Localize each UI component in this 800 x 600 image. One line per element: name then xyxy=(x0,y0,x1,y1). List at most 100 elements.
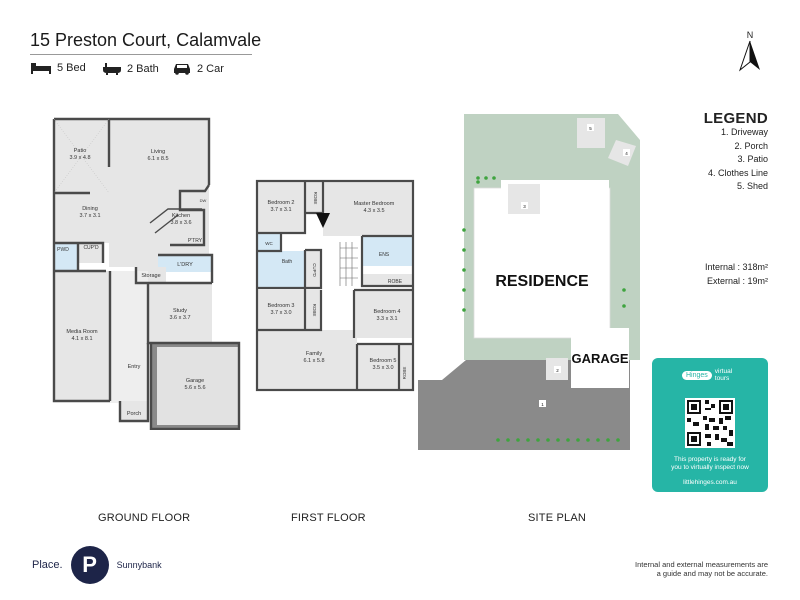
robe-label-1: ROBE xyxy=(313,192,318,205)
tour-line-2: you to virtually inspect now xyxy=(671,464,749,471)
virtual-tour-card[interactable]: Hinges virtual tours This property is re… xyxy=(652,358,768,492)
bedroom-5-room xyxy=(357,344,399,390)
storage-label: Storage xyxy=(141,273,160,279)
bedroom-3-room xyxy=(257,290,305,330)
north-arrow: N xyxy=(738,30,762,74)
robe-label-2: ROBE xyxy=(388,279,403,285)
robe-bed5 xyxy=(399,344,413,390)
dw-label: DW xyxy=(200,198,207,203)
north-arrow-icon xyxy=(738,40,760,72)
hinges-sub: virtual tours xyxy=(714,368,733,382)
laundry-label: L'DRY xyxy=(177,262,193,268)
living-label: Living xyxy=(151,149,165,155)
living-dim: 6.1 x 8.5 xyxy=(147,156,168,162)
disclaimer-line-1: Internal and external measurements are xyxy=(635,560,768,569)
legend-item-shed: 5. Shed xyxy=(736,181,768,191)
media-room xyxy=(54,271,110,401)
patio-label: Patio xyxy=(74,148,87,154)
car-feature: 2 Car xyxy=(172,62,224,75)
study-room xyxy=(148,283,212,343)
entry-hall xyxy=(110,271,148,403)
hinges-logo: Hinges xyxy=(682,370,712,380)
patio-dim: 3.9 x 4.8 xyxy=(69,155,90,161)
ptry-label: P'TRY xyxy=(188,238,203,244)
tour-url[interactable]: littlehinges.com.au xyxy=(683,479,737,486)
residence-label: RESIDENCE xyxy=(495,273,589,290)
robe-bed3 xyxy=(305,290,321,330)
bedroom-4-room xyxy=(354,290,413,338)
pwd-label: PWD xyxy=(57,247,69,253)
marker-porch: 2 xyxy=(556,368,559,373)
study-label: Study xyxy=(173,308,187,314)
marker-driveway: 1 xyxy=(541,402,544,407)
media-room-label: Media Room xyxy=(66,329,98,335)
marker-shed: 5 xyxy=(589,126,592,131)
legend-item-clothes-line: 4. Clothes Line xyxy=(707,167,768,178)
patio-footprint xyxy=(508,184,540,214)
bath-icon xyxy=(103,63,121,75)
marker-clothes-line: 4 xyxy=(625,151,628,156)
wc-room xyxy=(257,233,281,251)
marker-patio: 3 xyxy=(523,204,526,209)
cupd-first xyxy=(305,250,321,288)
study-dim: 3.6 x 3.7 xyxy=(169,315,190,321)
residence-footprint xyxy=(473,187,611,339)
agency-logo: P xyxy=(70,546,109,584)
car-icon xyxy=(174,64,190,75)
family-dim: 6.1 x 5.8 xyxy=(303,358,324,364)
bed-icon xyxy=(31,63,51,74)
wc-label: WC xyxy=(265,241,273,246)
porch-label: Porch xyxy=(127,411,141,417)
garage-site-label: GARAGE xyxy=(571,351,628,366)
family-label: Family xyxy=(306,351,322,357)
porch-room xyxy=(120,401,148,421)
kitchen-label: Kitchen xyxy=(172,213,190,219)
entry-label: Entry xyxy=(128,364,141,370)
north-label: N xyxy=(746,30,754,40)
bath-label: Bath xyxy=(282,259,293,265)
legend-list: 1. Driveway 2. Porch 3. Patio 4. Clothes… xyxy=(708,126,768,194)
cupd-ground-label: CUP'D xyxy=(83,245,99,251)
master-bedroom-room xyxy=(323,181,413,236)
car-count: 2 Car xyxy=(197,62,224,75)
bedroom-3-label: Bedroom 3 xyxy=(268,303,295,309)
robe-label-3: ROBE xyxy=(312,304,317,317)
dining-label: Dining xyxy=(82,206,98,212)
cupd-first-label: CUP'D xyxy=(312,263,317,277)
agency-name: Place. xyxy=(32,559,63,571)
bedroom-2-dim: 3.7 x 3.1 xyxy=(270,207,291,213)
cupboard-ground xyxy=(78,243,103,263)
bedroom-5-dim: 3.5 x 3.0 xyxy=(372,365,393,371)
garage-label: Garage xyxy=(186,378,204,384)
shed-footprint xyxy=(577,118,605,148)
ground-floor-plan: Patio 3.9 x 4.8 Living 6.1 x 8.5 Dining … xyxy=(52,117,241,430)
legend-title: LEGEND xyxy=(703,110,768,127)
robe-label-4: ROBE xyxy=(402,367,407,380)
first-floor-plan: Bedroom 2 3.7 x 3.1 ROBE Master Bedroom … xyxy=(255,179,415,392)
kitchen-dim: 3.8 x 3.6 xyxy=(170,220,191,226)
tour-line-1: This property is ready for xyxy=(674,456,746,463)
master-label: Master Bedroom xyxy=(354,201,395,207)
ground-floor-label: GROUND FLOOR xyxy=(98,512,191,524)
media-room-dim: 4.1 x 8.1 xyxy=(71,336,92,342)
bedroom-4-label: Bedroom 4 xyxy=(374,309,401,315)
garage-footprint xyxy=(571,328,629,388)
qr-code[interactable] xyxy=(685,398,735,448)
family-room xyxy=(257,330,357,390)
ensuite-room xyxy=(362,236,413,266)
legend-item-porch: 2. Porch xyxy=(734,140,768,151)
kitchen-room xyxy=(145,185,205,245)
external-area: External : 19m² xyxy=(706,276,768,286)
agency-branch: Sunnybank xyxy=(116,560,162,570)
hedge-dots xyxy=(462,176,626,442)
site-plan: RESIDENCE GARAGE 1 2 3 4 5 xyxy=(418,114,640,450)
legend-item-patio: 3. Patio xyxy=(737,154,768,164)
bedroom-2-room xyxy=(257,181,305,233)
agency-branding: Place. P Sunnybank xyxy=(32,546,162,584)
bedroom-4-dim: 3.3 x 3.1 xyxy=(376,316,397,322)
property-address: 15 Preston Court, Calamvale xyxy=(30,30,262,50)
qr-icon xyxy=(687,400,733,446)
dining-room xyxy=(54,193,109,243)
clothes-line-footprint xyxy=(608,140,636,166)
bedroom-5-label: Bedroom 5 xyxy=(370,358,397,364)
